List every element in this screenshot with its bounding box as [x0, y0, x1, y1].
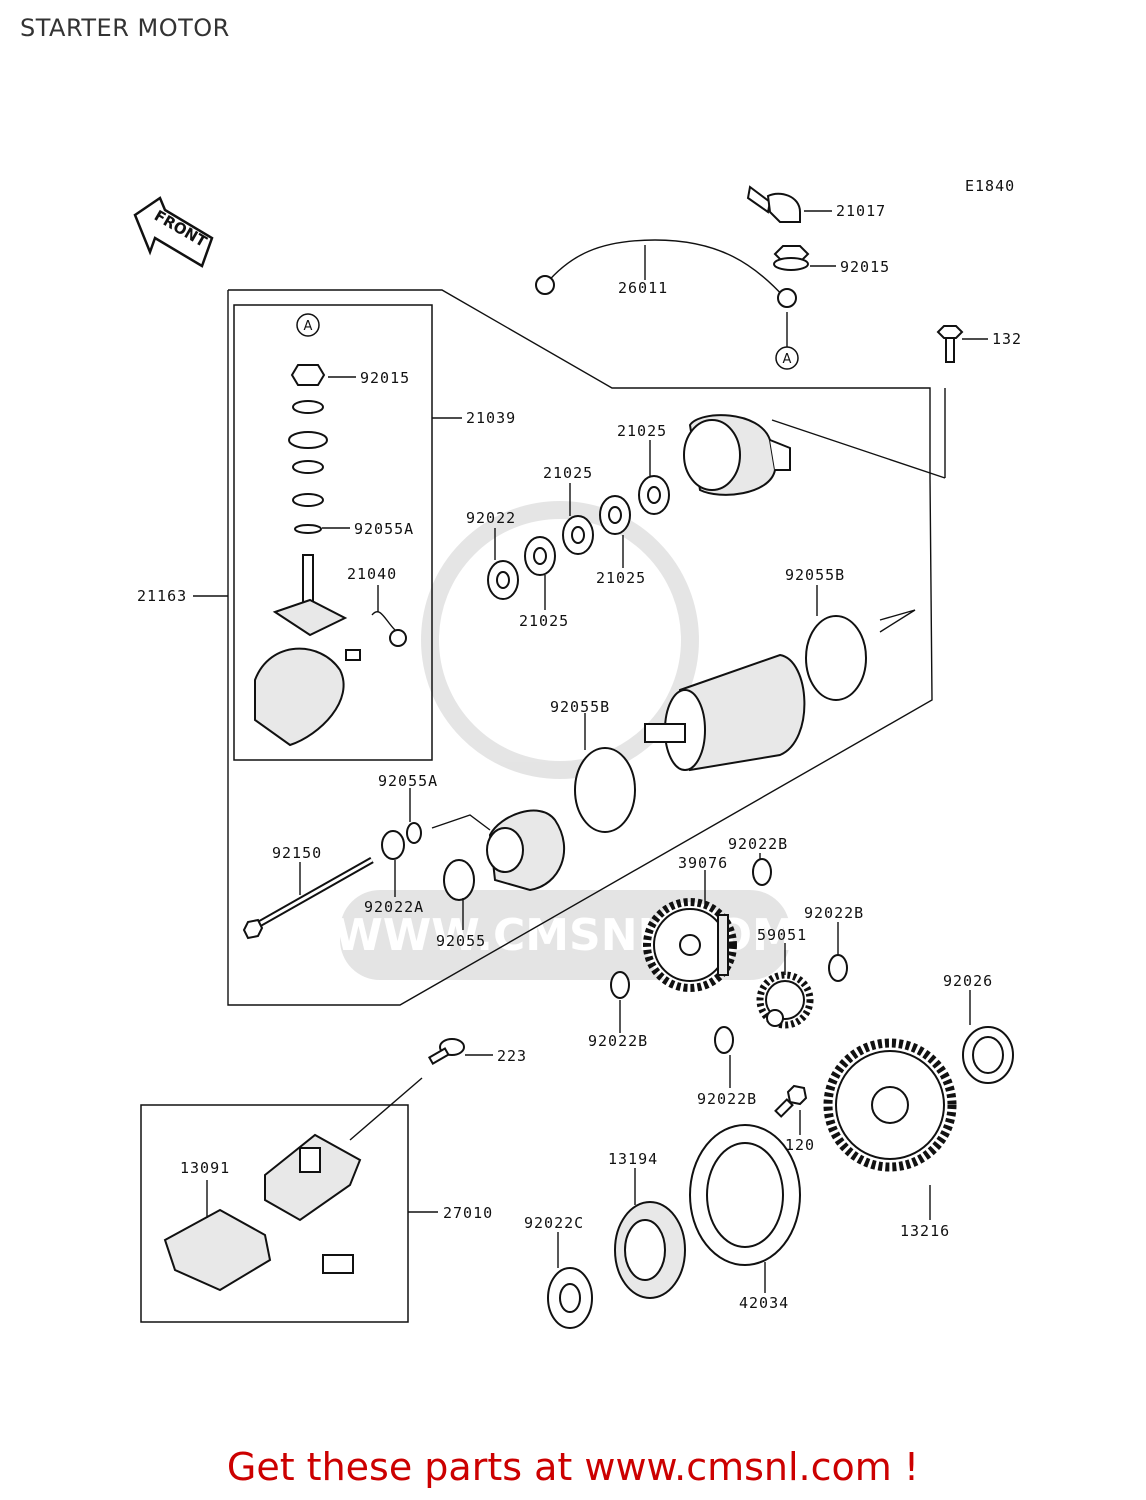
washer-set-21025: [487, 475, 670, 600]
part-label-21039[interactable]: 21039: [466, 409, 516, 427]
bolt-120: [774, 1084, 808, 1118]
part-label-92022B-b[interactable]: 92022B: [804, 904, 864, 922]
gear-59051: [756, 971, 814, 1029]
part-label-92055B-b[interactable]: 92055B: [550, 698, 610, 716]
idle-gear-39076: [643, 898, 737, 992]
o-ring-92055: [443, 859, 475, 901]
part-label-120[interactable]: 120: [785, 1136, 815, 1154]
connector: [322, 1254, 354, 1274]
part-label-132[interactable]: 132: [992, 330, 1022, 348]
part-label-92015-top[interactable]: 92015: [840, 258, 890, 276]
part-label-59051[interactable]: 59051: [757, 926, 807, 944]
clutch-gear-13216: [823, 1038, 957, 1172]
bolt-132: [936, 325, 964, 363]
part-label-223[interactable]: 223: [497, 1047, 527, 1065]
part-label-21025-a[interactable]: 21025: [617, 422, 667, 440]
leader-line: [879, 609, 916, 633]
part-label-92055A-box[interactable]: 92055A: [354, 520, 414, 538]
assembly-outline: [227, 289, 933, 1006]
end-cover: [683, 414, 791, 496]
seal-92026: [962, 1026, 1014, 1084]
part-label-21025-c[interactable]: 21025: [596, 569, 646, 587]
washer-92022B-d: [714, 1026, 734, 1054]
washer-92022B-b: [828, 954, 848, 982]
part-label-13091[interactable]: 13091: [180, 1159, 230, 1177]
terminal-cap-21017: [746, 185, 801, 223]
leader-line: [431, 814, 491, 831]
o-ring-92055A: [406, 822, 422, 844]
part-label-21040[interactable]: 21040: [347, 565, 397, 583]
part-label-39076[interactable]: 39076: [678, 854, 728, 872]
front-arrow-icon: FRONT: [133, 196, 214, 268]
o-ring-92055B-2: [574, 747, 636, 833]
part-label-21017[interactable]: 21017: [836, 202, 886, 220]
promo-link[interactable]: Get these parts at www.cmsnl.com !: [226, 1445, 920, 1489]
washer-92022B-c: [610, 971, 630, 999]
part-label-92022A[interactable]: 92022A: [364, 898, 424, 916]
part-label-21163[interactable]: 21163: [137, 587, 187, 605]
part-label-92022B-c[interactable]: 92022B: [588, 1032, 648, 1050]
washer-92022C: [547, 1267, 593, 1329]
part-label-21025-b[interactable]: 21025: [543, 464, 593, 482]
leaders: [193, 210, 988, 1293]
part-label-13216[interactable]: 13216: [900, 1222, 950, 1240]
washer-92022B-a: [752, 858, 772, 886]
diagram-code: E1840: [965, 177, 1015, 195]
nut-92015-top: [773, 245, 810, 271]
ref-mark-a-text: A: [783, 352, 792, 367]
armature-yoke: [644, 653, 806, 772]
part-label-92026[interactable]: 92026: [943, 972, 993, 990]
starter-cable-26011: [535, 239, 797, 308]
part-label-42034[interactable]: 42034: [739, 1294, 789, 1312]
one-way-clutch-42034: [689, 1124, 801, 1266]
leader-line: [771, 419, 946, 479]
relay-27010: [264, 1133, 362, 1222]
part-label-92055[interactable]: 92055: [436, 932, 486, 950]
part-label-92022C[interactable]: 92022C: [524, 1214, 584, 1232]
screw-223: [427, 1038, 465, 1065]
svg-text:A: A: [304, 319, 313, 334]
page-title: STARTER MOTOR: [20, 14, 230, 42]
front-cover: [486, 809, 565, 892]
relay-cover-13091: [163, 1208, 272, 1292]
o-ring-92055B: [805, 615, 867, 701]
clutch-hub-13194: [614, 1201, 686, 1299]
part-label-27010[interactable]: 27010: [443, 1204, 493, 1222]
brush-holder-box: [233, 304, 433, 761]
part-label-13194[interactable]: 13194: [608, 1150, 658, 1168]
part-label-92015-box[interactable]: 92015: [360, 369, 410, 387]
washer-92022A: [381, 830, 405, 860]
part-label-92022[interactable]: 92022: [466, 509, 516, 527]
ref-mark-a: [775, 346, 799, 370]
part-label-92022B-a[interactable]: 92022B: [728, 835, 788, 853]
part-label-92055B-a[interactable]: 92055B: [785, 566, 845, 584]
part-label-92150[interactable]: 92150: [272, 844, 322, 862]
part-label-21025-d[interactable]: 21025: [519, 612, 569, 630]
leader-line: [349, 1077, 423, 1141]
through-bolt-92150: [242, 856, 374, 940]
brush-holder-stack: A: [254, 313, 407, 747]
relay-box: [140, 1104, 409, 1323]
part-label-92055A[interactable]: 92055A: [378, 772, 438, 790]
part-label-92022B-d[interactable]: 92022B: [697, 1090, 757, 1108]
part-label-26011[interactable]: 26011: [618, 279, 668, 297]
